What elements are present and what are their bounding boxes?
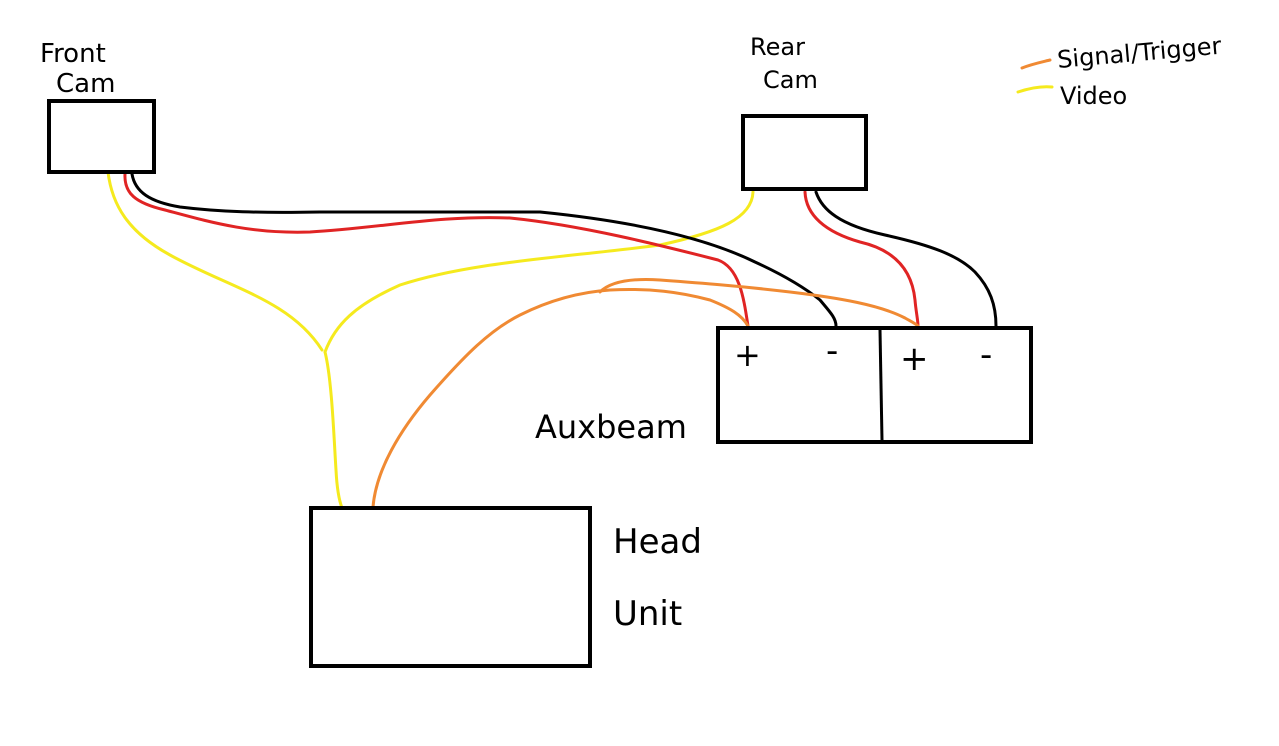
power-negative-wire-rear-cam xyxy=(814,190,998,328)
legend-label-signal: Signal/Trigger xyxy=(1056,32,1223,74)
legend-item-video: Video xyxy=(1016,82,1127,110)
power-positive-wire-rear-cam xyxy=(803,190,920,328)
rear-cam-label-line1: Rear xyxy=(750,33,805,61)
legend-swatch-signal xyxy=(1020,58,1052,70)
video-wire-rear-cam xyxy=(323,190,755,354)
rear-cam-box xyxy=(741,114,868,191)
power-negative-wire-front-cam xyxy=(130,172,838,328)
head-unit-label-line2: Unit xyxy=(613,594,682,634)
legend-swatch-video xyxy=(1016,85,1054,94)
signal-wire-branch xyxy=(598,278,920,328)
auxbeam-divider xyxy=(878,329,884,441)
auxbeam: + - + - Auxbeam xyxy=(535,326,1033,446)
rear-cam: Rear Cam xyxy=(741,33,868,191)
wires xyxy=(106,170,998,510)
video-wire-front-cam xyxy=(106,170,324,352)
video-wire-to-head-unit xyxy=(323,350,344,510)
auxbeam-right-minus: - xyxy=(980,335,992,375)
front-cam-label-line1: Front xyxy=(40,39,106,69)
front-cam-box xyxy=(47,99,156,174)
legend: Signal/Trigger Video xyxy=(1016,32,1223,110)
rear-cam-label-line2: Cam xyxy=(763,66,818,94)
legend-label-video: Video xyxy=(1060,82,1127,110)
signal-wire-head-unit xyxy=(371,287,750,509)
head-unit-label-line1: Head xyxy=(613,522,702,562)
auxbeam-label: Auxbeam xyxy=(535,408,687,446)
power-positive-wire-front-cam xyxy=(123,172,750,328)
auxbeam-left-plus: + xyxy=(734,336,761,374)
auxbeam-left-minus: - xyxy=(826,331,838,371)
head-unit-box xyxy=(309,506,592,668)
front-cam-label-line2: Cam xyxy=(56,69,115,99)
auxbeam-box xyxy=(716,326,1033,444)
auxbeam-right-plus: + xyxy=(900,339,929,379)
legend-item-signal: Signal/Trigger xyxy=(1020,32,1223,74)
head-unit: Head Unit xyxy=(309,506,702,668)
front-cam: Front Cam xyxy=(40,39,156,174)
